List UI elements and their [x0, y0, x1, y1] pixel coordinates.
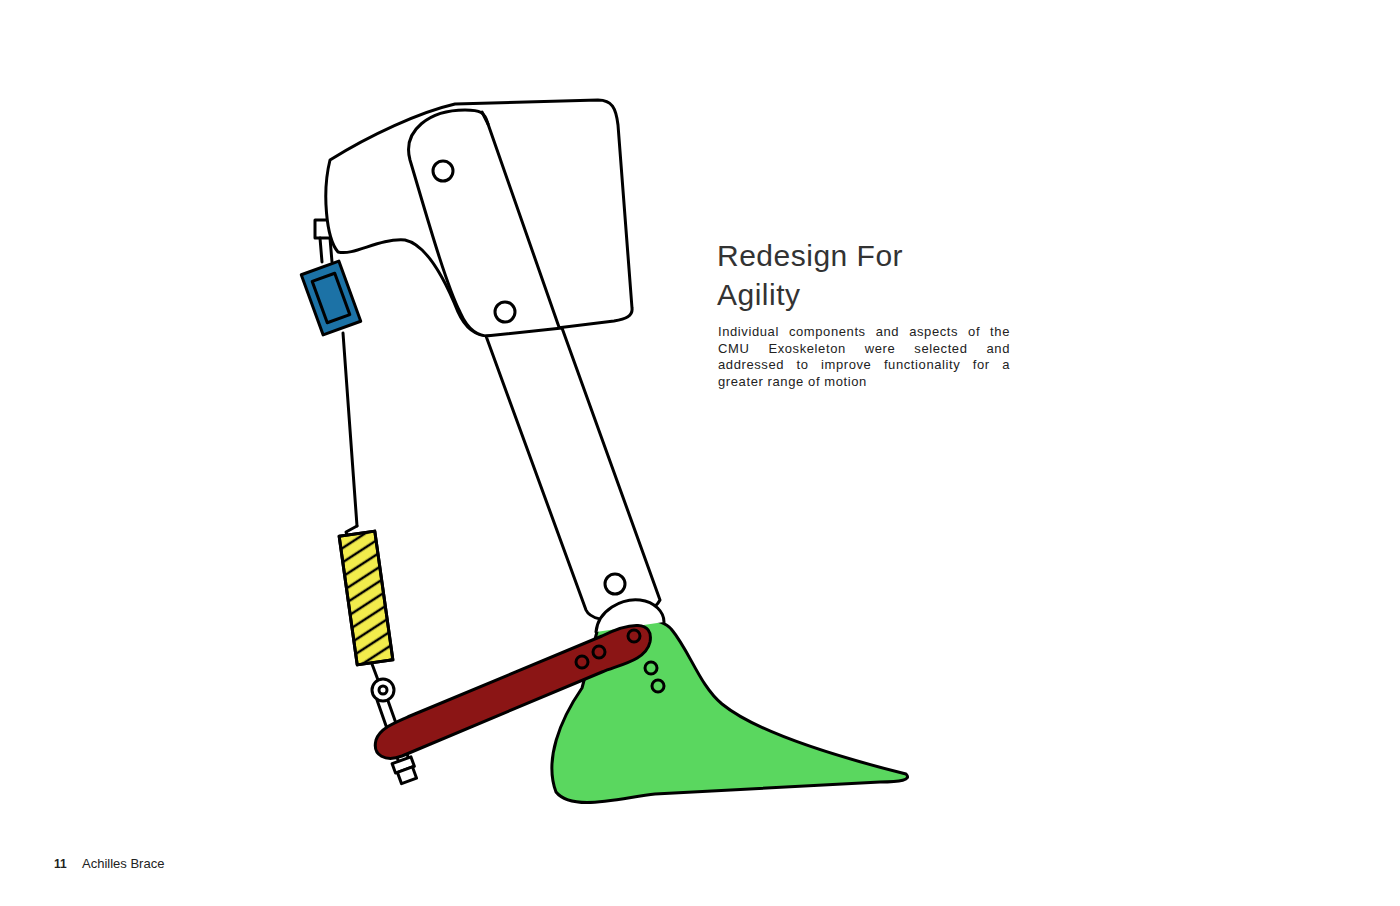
thigh-cuff — [326, 100, 632, 336]
rivet — [645, 662, 657, 674]
rod — [320, 238, 322, 262]
pivot — [372, 679, 394, 701]
rivet — [628, 630, 640, 642]
cuff-plate — [409, 110, 560, 336]
spring — [339, 531, 393, 665]
page-title: Redesign For Agility — [717, 236, 942, 314]
description: Individual components and aspects of the… — [718, 324, 1010, 390]
actuator-block — [301, 261, 360, 335]
page-number: 11 — [54, 857, 67, 871]
rivet — [593, 646, 605, 658]
footer-title: Achilles Brace — [82, 856, 164, 871]
nut — [392, 757, 418, 785]
hinge-hole — [495, 302, 515, 322]
pivot — [379, 686, 387, 694]
cable — [372, 664, 378, 680]
rivet — [652, 680, 664, 692]
cuff-edge — [482, 112, 488, 124]
rivet — [576, 656, 588, 668]
shin-bar — [486, 328, 660, 620]
hinge-hole — [433, 161, 453, 181]
hinge-hole — [605, 574, 625, 594]
cable — [343, 333, 357, 526]
heel-strap — [375, 625, 650, 758]
